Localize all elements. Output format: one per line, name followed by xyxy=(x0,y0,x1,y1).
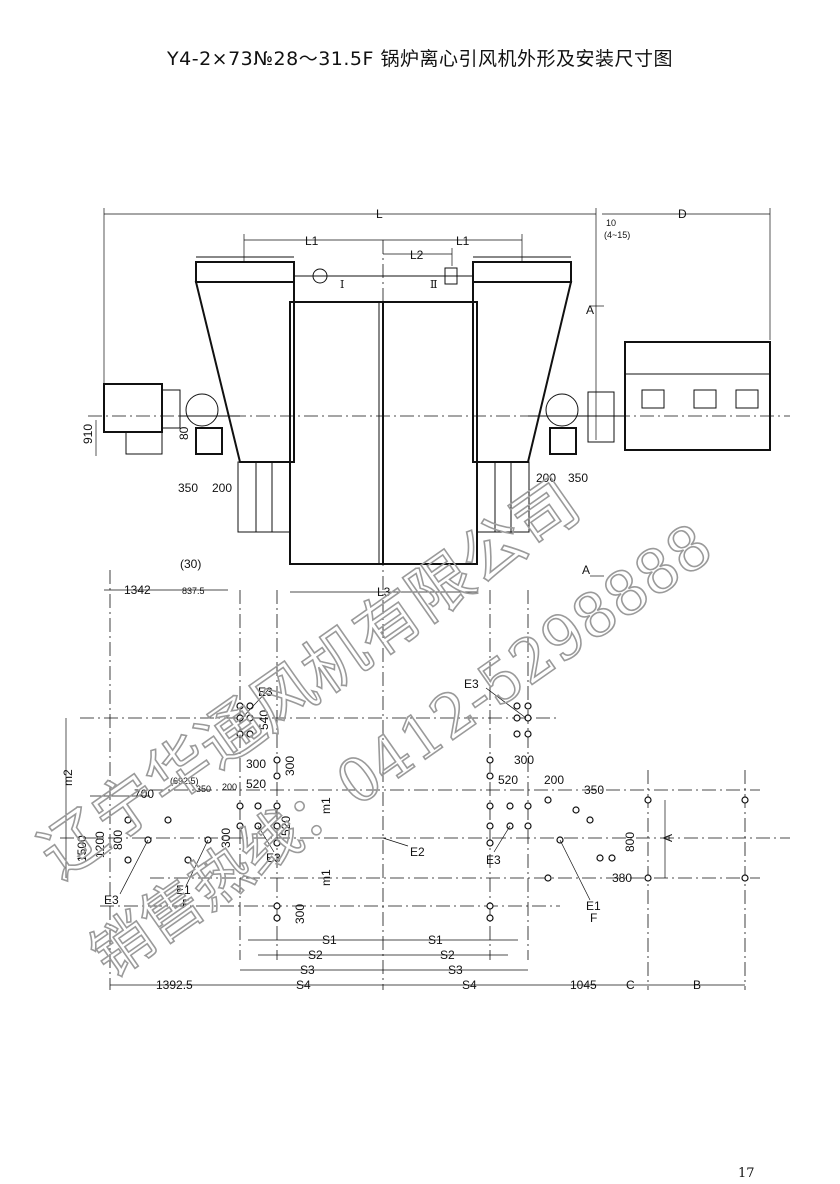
label-1342: 1342 xyxy=(124,583,151,597)
label-10: 10 xyxy=(606,218,616,228)
label-A-plan: A xyxy=(661,834,675,842)
label-roman-1: Ⅰ xyxy=(340,278,344,291)
label-E2: E2 xyxy=(410,845,425,859)
label-E3-e: E3 xyxy=(104,893,119,907)
label-540: 540 xyxy=(257,710,271,730)
label-E3-d: E3 xyxy=(486,853,501,867)
label-E3-b: E3 xyxy=(464,677,479,691)
label-L2: L2 xyxy=(410,248,424,262)
label-692-5: (692.5) xyxy=(170,776,199,786)
label-S3-right: S3 xyxy=(448,963,463,977)
label-1200: 1200 xyxy=(93,831,107,858)
label-m2: m2 xyxy=(61,769,75,786)
label-300-c: 300 xyxy=(283,756,297,776)
label-E1-right: E1 xyxy=(586,899,601,913)
label-200-left: 200 xyxy=(212,481,232,495)
label-A-top: A xyxy=(586,303,594,317)
left-motor-and-bearing xyxy=(103,383,240,455)
label-S2-left: S2 xyxy=(308,948,323,962)
watermark: 辽宁华通风机有限公司 销售热线：0412-5298888 xyxy=(26,465,726,993)
label-520-b: 520 xyxy=(498,773,518,787)
dimension-lines xyxy=(65,208,771,986)
label-S4-left: S4 xyxy=(296,978,311,992)
label-350-c: 350 xyxy=(584,783,604,797)
label-S1-right: S1 xyxy=(428,933,443,947)
label-350-left: 350 xyxy=(178,481,198,495)
label-350-right: 350 xyxy=(568,471,588,485)
label-300-b: 300 xyxy=(514,753,534,767)
label-E3-a: E3 xyxy=(258,685,273,699)
label-D: D xyxy=(678,207,687,221)
label-520-c: 520 xyxy=(279,816,293,836)
label-350-small: 350 xyxy=(196,784,211,794)
label-300-e: 300 xyxy=(293,904,307,924)
label-1500: 1500 xyxy=(75,835,89,862)
label-B: B xyxy=(693,978,701,992)
anchor-holes xyxy=(124,702,749,922)
label-F-left: F xyxy=(182,897,189,911)
label-roman-2: Ⅱ xyxy=(430,278,437,291)
drawing-labels: L D 10 (4~15) L1 L1 L2 Ⅰ Ⅱ A A 910 80 35… xyxy=(61,207,701,992)
label-30: (30) xyxy=(180,557,201,571)
label-200-c: 200 xyxy=(544,773,564,787)
label-L3: L3 xyxy=(377,585,391,599)
label-1045: 1045 xyxy=(570,978,597,992)
label-S3-left: S3 xyxy=(300,963,315,977)
label-F-right: F xyxy=(590,911,597,925)
page-number: 17 xyxy=(738,1166,755,1181)
label-837-5: 837.5 xyxy=(182,586,205,596)
label-700: 700 xyxy=(134,787,154,801)
label-1392-5: 1392.5 xyxy=(156,978,193,992)
label-A-bottom: A xyxy=(582,563,590,577)
label-E3-c: E3 xyxy=(266,851,281,865)
right-motor-and-bearing xyxy=(528,341,771,455)
label-S1-left: S1 xyxy=(322,933,337,947)
label-S4-right: S4 xyxy=(462,978,477,992)
label-L1-right: L1 xyxy=(456,234,470,248)
label-4-15: (4~15) xyxy=(604,230,630,240)
label-m1-a: m1 xyxy=(319,797,333,814)
leader-lines xyxy=(119,687,591,901)
label-200-right: 200 xyxy=(536,471,556,485)
label-C: C xyxy=(626,978,635,992)
drawing-title: Y4-2×73№28～31.5F 锅炉离心引风机外形及安装尺寸图 xyxy=(167,48,673,70)
label-300-d: 300 xyxy=(219,828,233,848)
label-800-right: 800 xyxy=(623,832,637,852)
label-L: L xyxy=(376,207,383,221)
label-80: 80 xyxy=(177,426,191,440)
label-800-left: 800 xyxy=(111,830,125,850)
label-S2-right: S2 xyxy=(440,948,455,962)
label-380: 380 xyxy=(612,871,632,885)
label-910: 910 xyxy=(81,424,95,444)
label-300-a: 300 xyxy=(246,757,266,771)
label-200-small: 200 xyxy=(222,782,237,792)
label-520-a: 520 xyxy=(246,777,266,791)
label-E1-left: E1 xyxy=(176,883,191,897)
label-L1-left: L1 xyxy=(305,234,319,248)
label-m1-b: m1 xyxy=(319,869,333,886)
